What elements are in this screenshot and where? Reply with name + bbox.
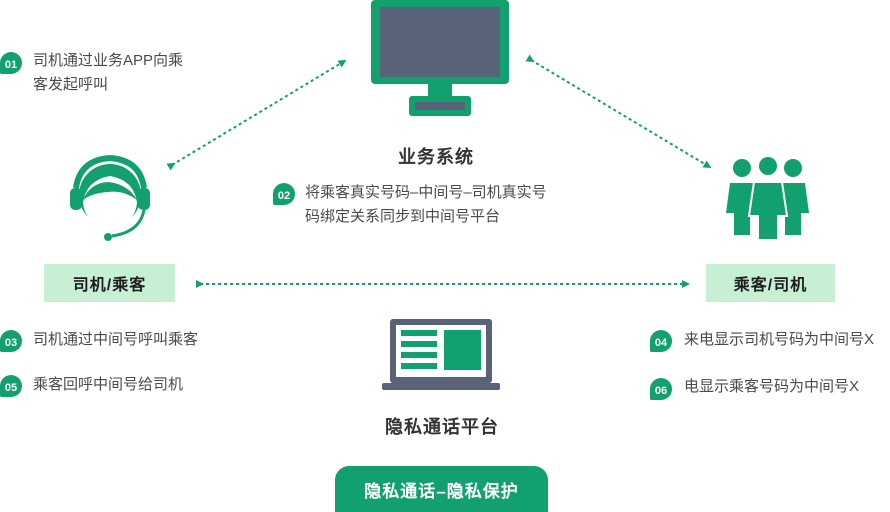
step-03-line-1: 司机通过中间号呼叫乘客 bbox=[33, 331, 199, 348]
step-06-text: 电显示乘客号码为中间号X bbox=[684, 375, 859, 399]
step-04-badge: 04 bbox=[650, 330, 672, 352]
headset-agent-icon bbox=[70, 154, 150, 241]
step-06-line-1: 电显示乘客号码为中间号X bbox=[684, 378, 860, 395]
step-02-line-2: 码绑定关系同步到中间号平台 bbox=[305, 208, 501, 225]
step-05-text: 乘客回呼中间号给司机 bbox=[33, 373, 183, 397]
step-05-badge: 05 bbox=[0, 375, 22, 397]
arrow-monitor-to-left bbox=[166, 59, 347, 171]
arrow-monitor-to-right bbox=[525, 54, 712, 169]
people-group-icon bbox=[726, 155, 809, 241]
step-02-badge: 02 bbox=[273, 183, 295, 205]
business-system-label: 业务系统 bbox=[398, 147, 474, 167]
step-06-badge: 06 bbox=[650, 378, 672, 400]
step-03-badge: 03 bbox=[0, 330, 22, 352]
privacy-platform-label: 隐私通话平台 bbox=[385, 417, 499, 437]
step-04-line-1: 来电显示司机号码为中间号X bbox=[684, 331, 875, 348]
driver-passenger-box: 司机/乘客 bbox=[44, 264, 175, 302]
step-04-text: 来电显示司机号码为中间号X bbox=[684, 328, 874, 352]
step-01-text: 司机通过业务APP向乘 客发起呼叫 bbox=[33, 49, 183, 97]
step-01-line-2: 客发起呼叫 bbox=[33, 76, 109, 93]
desktop-monitor-icon bbox=[371, 0, 509, 116]
laptop-icon bbox=[382, 319, 500, 390]
step-01-badge: 01 bbox=[0, 52, 22, 74]
step-02-text: 将乘客真实号码–中间号–司机真实号 码绑定关系同步到中间号平台 bbox=[305, 181, 547, 229]
step-01-line-1: 司机通过业务APP向乘 bbox=[33, 52, 184, 69]
step-03-text: 司机通过中间号呼叫乘客 bbox=[33, 328, 198, 352]
privacy-protection-button[interactable]: 隐私通话–隐私保护 bbox=[335, 466, 548, 512]
passenger-driver-box: 乘客/司机 bbox=[706, 264, 835, 302]
step-05-line-1: 乘客回呼中间号给司机 bbox=[33, 376, 184, 393]
step-02-line-1: 将乘客真实号码–中间号–司机真实号 bbox=[305, 184, 547, 201]
